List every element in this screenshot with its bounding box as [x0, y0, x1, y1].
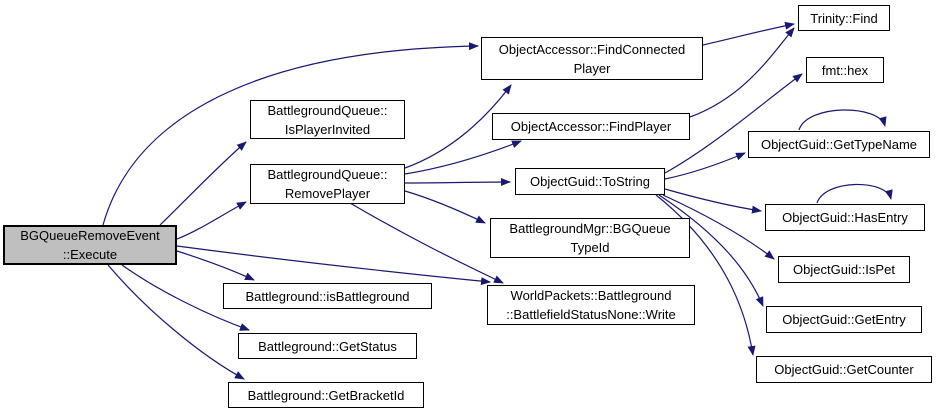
- node-worldpackets-battlefieldstatusnone-write[interactable]: WorldPackets::Battleground ::Battlefield…: [487, 285, 695, 325]
- node-trinity-find[interactable]: Trinity::Find: [798, 5, 890, 31]
- node-battlegroundmgr-bgqueuetypeid[interactable]: BattlegroundMgr::BGQueue TypeId: [490, 218, 690, 258]
- node-objectguid-hasentry[interactable]: ObjectGuid::HasEntry: [765, 204, 925, 231]
- edge-execute-to-write: [176, 245, 491, 286]
- edge-to-string-to-fmt-hex: [664, 73, 803, 174]
- edge-remove-player-to-bg-queue-type-id: [404, 190, 486, 224]
- edge-find-connected-player-to-trinity-find: [702, 21, 795, 46]
- node-objectaccessor-findplayer[interactable]: ObjectAccessor::FindPlayer: [492, 113, 690, 140]
- edge-remove-player-to-write: [349, 202, 504, 284]
- node-fmt-hex[interactable]: fmt::hex: [806, 57, 884, 83]
- node-bgqueueremoveevent-execute: BGQueueRemoveEvent ::Execute: [3, 225, 177, 265]
- edge-execute-to-find-connected-player: [102, 42, 479, 226]
- edge-self-loop-has-entry: [816, 183, 893, 204]
- edge-remove-player-to-find-connected-player: [404, 84, 512, 169]
- edge-execute-to-remove-player: [176, 201, 247, 240]
- edge-execute-to-is-player-invited: [159, 141, 247, 226]
- edge-to-string-to-get-counter: [655, 194, 756, 356]
- node-battlegroundqueue-removeplayer[interactable]: BattlegroundQueue:: RemovePlayer: [250, 164, 405, 204]
- edge-to-string-to-has-entry: [664, 188, 762, 214]
- node-objectguid-getcounter[interactable]: ObjectGuid::GetCounter: [756, 356, 932, 383]
- edge-find-player-to-trinity-find: [689, 27, 795, 118]
- node-objectguid-gettypename[interactable]: ObjectGuid::GetTypeName: [748, 131, 930, 158]
- edge-execute-to-get-bracket-id: [107, 264, 245, 380]
- edge-to-string-to-get-type-name: [664, 152, 746, 180]
- edge-to-string-to-get-entry: [658, 194, 764, 307]
- node-battleground-getbracketid[interactable]: Battleground::GetBracketId: [228, 382, 424, 408]
- node-objectguid-tostring[interactable]: ObjectGuid::ToString: [515, 168, 665, 195]
- edge-execute-to-is-battleground: [176, 250, 255, 281]
- node-objectguid-ispet[interactable]: ObjectGuid::IsPet: [778, 256, 910, 283]
- edge-execute-to-get-status: [121, 264, 250, 331]
- node-battleground-getstatus[interactable]: Battleground::GetStatus: [238, 333, 417, 359]
- node-battleground-isbattleground[interactable]: Battleground::isBattleground: [223, 283, 432, 309]
- edge-to-string-to-is-pet: [662, 194, 775, 260]
- edge-remove-player-to-find-player: [404, 140, 522, 175]
- edge-remove-player-to-to-string: [404, 178, 511, 187]
- edge-self-loop-get-type-name: [798, 109, 887, 131]
- node-objectguid-getentry[interactable]: ObjectGuid::GetEntry: [766, 306, 922, 333]
- node-objectaccessor-findconnectedplayer[interactable]: ObjectAccessor::FindConnected Player: [481, 37, 703, 80]
- node-battlegroundqueue-isplayerinvited[interactable]: BattlegroundQueue:: IsPlayerInvited: [250, 100, 405, 139]
